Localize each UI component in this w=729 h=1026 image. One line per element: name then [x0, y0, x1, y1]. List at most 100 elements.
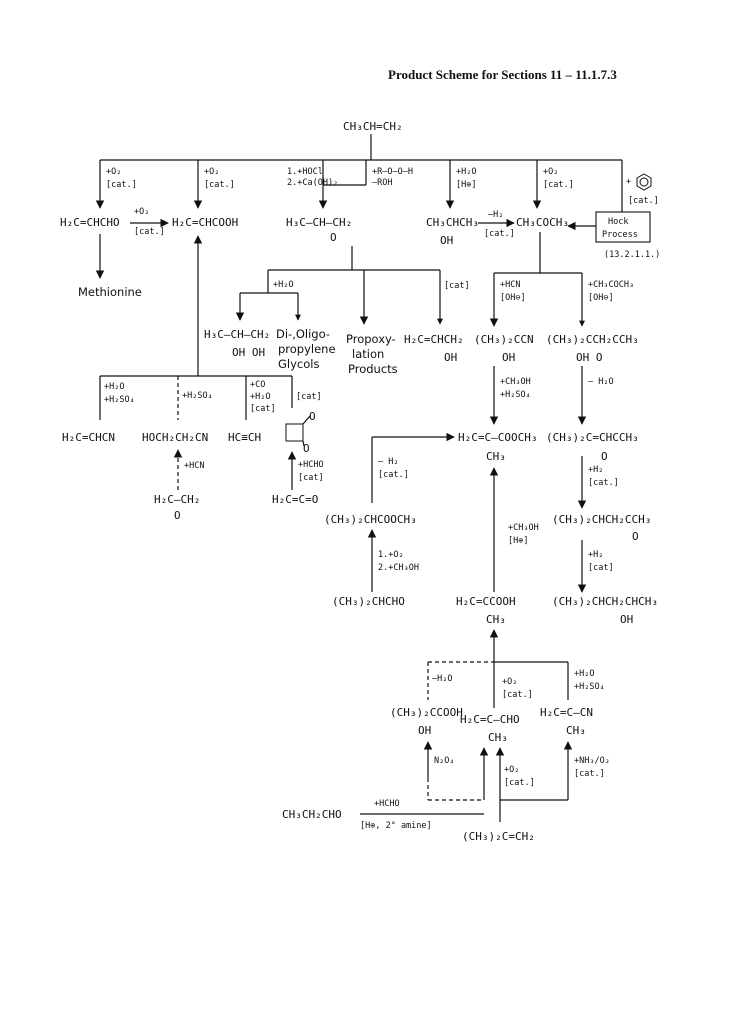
cond-8a: +O₂	[134, 207, 149, 217]
isopropanol: CH₃CHCH₃	[426, 216, 479, 229]
cond-4a: +R–O–O–H	[372, 167, 413, 177]
cond-32b: [cat.]	[574, 769, 605, 779]
acrylonitrile: H₂C=CHCN	[62, 431, 115, 444]
hock-label-2: Process	[602, 230, 638, 240]
mesityl-oxide: (CH₃)₂C=CHCCH₃	[546, 431, 639, 444]
hydroxypropionitrile: HOCH₂CH₂CN	[142, 431, 208, 444]
acrylic-acid: H₂C=CHCOOH	[172, 216, 238, 229]
allyl-alcohol-oh: OH	[444, 351, 457, 364]
propoxylation-line-3: Products	[348, 362, 398, 376]
methacrylic-acid: H₂C=CCOOH	[456, 595, 516, 608]
propiolactone-ring	[285, 415, 311, 447]
cond-16a: +CO	[250, 380, 265, 390]
methyl-methacrylate-ch3: CH₃	[486, 450, 506, 463]
hydroxyisobutyric-acid-oh: OH	[418, 724, 431, 737]
hock-label-1: Hock	[608, 217, 628, 227]
cond-2a: +O₂	[204, 167, 219, 177]
propene: CH₃CH=CH₂	[343, 120, 403, 133]
cond-16c: [cat]	[250, 404, 276, 414]
cond-28a: +O₂	[502, 677, 517, 687]
propionaldehyde: CH₃CH₂CHO	[282, 808, 342, 821]
cond-33b: [H⊕, 2° amine]	[360, 821, 432, 831]
acetone-cyanohydrin: (CH₃)₂CCN	[474, 333, 534, 346]
propoxylation-line-2: lation	[352, 347, 384, 361]
cond-16b: +H₂O	[250, 392, 270, 402]
cond-17a: [cat]	[296, 392, 322, 402]
cond-1a: +O₂	[106, 167, 121, 177]
ketene: H₂C=C=O	[272, 493, 318, 506]
cond-24a: +CH₃OH	[508, 523, 539, 533]
acetone: CH₃COCH₃	[516, 216, 569, 229]
cond-5b: [H⊕]	[456, 180, 476, 190]
cond-18b: +H₂SO₄	[500, 390, 531, 400]
cond-26a: +H₂	[588, 550, 603, 560]
methionine: Methionine	[78, 285, 142, 299]
cond-31a: +O₂	[504, 765, 519, 775]
cond-6a: +O₂	[543, 167, 558, 177]
mesityl-oxide-o: O	[601, 450, 608, 463]
cond-21b: [cat]	[298, 473, 324, 483]
cond-32a: +NH₃/O₂	[574, 756, 610, 766]
ethylene-oxide-o: O	[174, 509, 181, 522]
cond-13b: [OH⊖]	[588, 293, 614, 303]
cond-23a: +H₂	[588, 465, 603, 475]
acetone-cyanohydrin-oh: OH	[502, 351, 515, 364]
cond-7b: [cat.]	[628, 196, 659, 206]
propiolactone-o-ring: O	[303, 442, 310, 455]
cond-30a: N₂O₄	[434, 756, 454, 766]
cond-33a: +HCHO	[374, 799, 400, 809]
cond-3b: 2.+Ca(OH)₂	[287, 178, 338, 188]
cond-18a: +CH₃OH	[500, 377, 531, 387]
page-title: Product Scheme for Sections 11 – 11.1.7.…	[388, 67, 617, 82]
isobutyraldehyde: (CH₃)₂CHCHO	[332, 595, 405, 608]
cond-5a: +H₂O	[456, 167, 476, 177]
cond-25a: 1.+O₂	[378, 550, 404, 560]
methacrylonitrile-ch3: CH₃	[566, 724, 586, 737]
cond-31b: [cat.]	[504, 778, 535, 788]
cond-9a: –H₂	[488, 210, 503, 220]
cond-19a: – H₂O	[588, 377, 614, 387]
cond-26b: [cat]	[588, 563, 614, 573]
cond-22a: – H₂	[378, 457, 398, 467]
cond-13a: +CH₃COCH₃	[588, 280, 634, 290]
isopropanol-oh: OH	[440, 234, 453, 247]
glycols-line-3: Glycols	[278, 357, 319, 371]
cond-8b: [cat.]	[134, 227, 165, 237]
propylene-oxide: H₃C–CH–CH₂	[286, 216, 352, 229]
propylene-glycol: H₃C–CH–CH₂	[204, 328, 270, 341]
cond-12a: +HCN	[500, 280, 520, 290]
glycols-line-2: propylene	[278, 342, 336, 356]
cond-21a: +HCHO	[298, 460, 324, 470]
methacrolein-ch3: CH₃	[488, 731, 508, 744]
propiolactone-o-top: O	[309, 410, 316, 423]
diacetone-alcohol: (CH₃)₂CCH₂CCH₃	[546, 333, 639, 346]
methacrylic-acid-ch3: CH₃	[486, 613, 506, 626]
methyl-isobutyrate: (CH₃)₂CHCOOCH₃	[324, 513, 417, 526]
benzene-icon	[636, 173, 652, 191]
hydroxyisobutyric-acid: (CH₃)₂CCOOH	[390, 706, 463, 719]
cond-20a: +HCN	[184, 461, 204, 471]
cond-12b: [OH⊖]	[500, 293, 526, 303]
cond-23b: [cat.]	[588, 478, 619, 488]
cond-27a: –H₂O	[432, 674, 452, 684]
cond-29b: +H₂SO₄	[574, 682, 605, 692]
cond-14b: +H₂SO₄	[104, 395, 135, 405]
cond-11a: [cat]	[444, 281, 470, 291]
hock-process-box	[595, 211, 651, 243]
cond-14a: +H₂O	[104, 382, 124, 392]
cond-3a: 1.+HOCl	[287, 167, 323, 177]
cond-2b: [cat.]	[204, 180, 235, 190]
hock-reference: (13.2.1.1.)	[604, 250, 660, 260]
methacrolein: H₂C=C–CHO	[460, 713, 520, 726]
propoxylation-line-1: Propoxy-	[346, 332, 396, 346]
propylene-oxide-o: O	[330, 231, 337, 244]
methyl-methacrylate: H₂C=C–COOCH₃	[458, 431, 537, 444]
glycols-line-1: Di-,Oligo-	[276, 327, 330, 341]
allyl-alcohol: H₂C=CHCH₂	[404, 333, 464, 346]
propylene-glycol-oh: OH OH	[232, 346, 265, 359]
cond-6b: [cat.]	[543, 180, 574, 190]
cond-22b: [cat.]	[378, 470, 409, 480]
cond-7a: +	[626, 177, 631, 187]
ethylene-oxide: H₂C–CH₂	[154, 493, 200, 506]
